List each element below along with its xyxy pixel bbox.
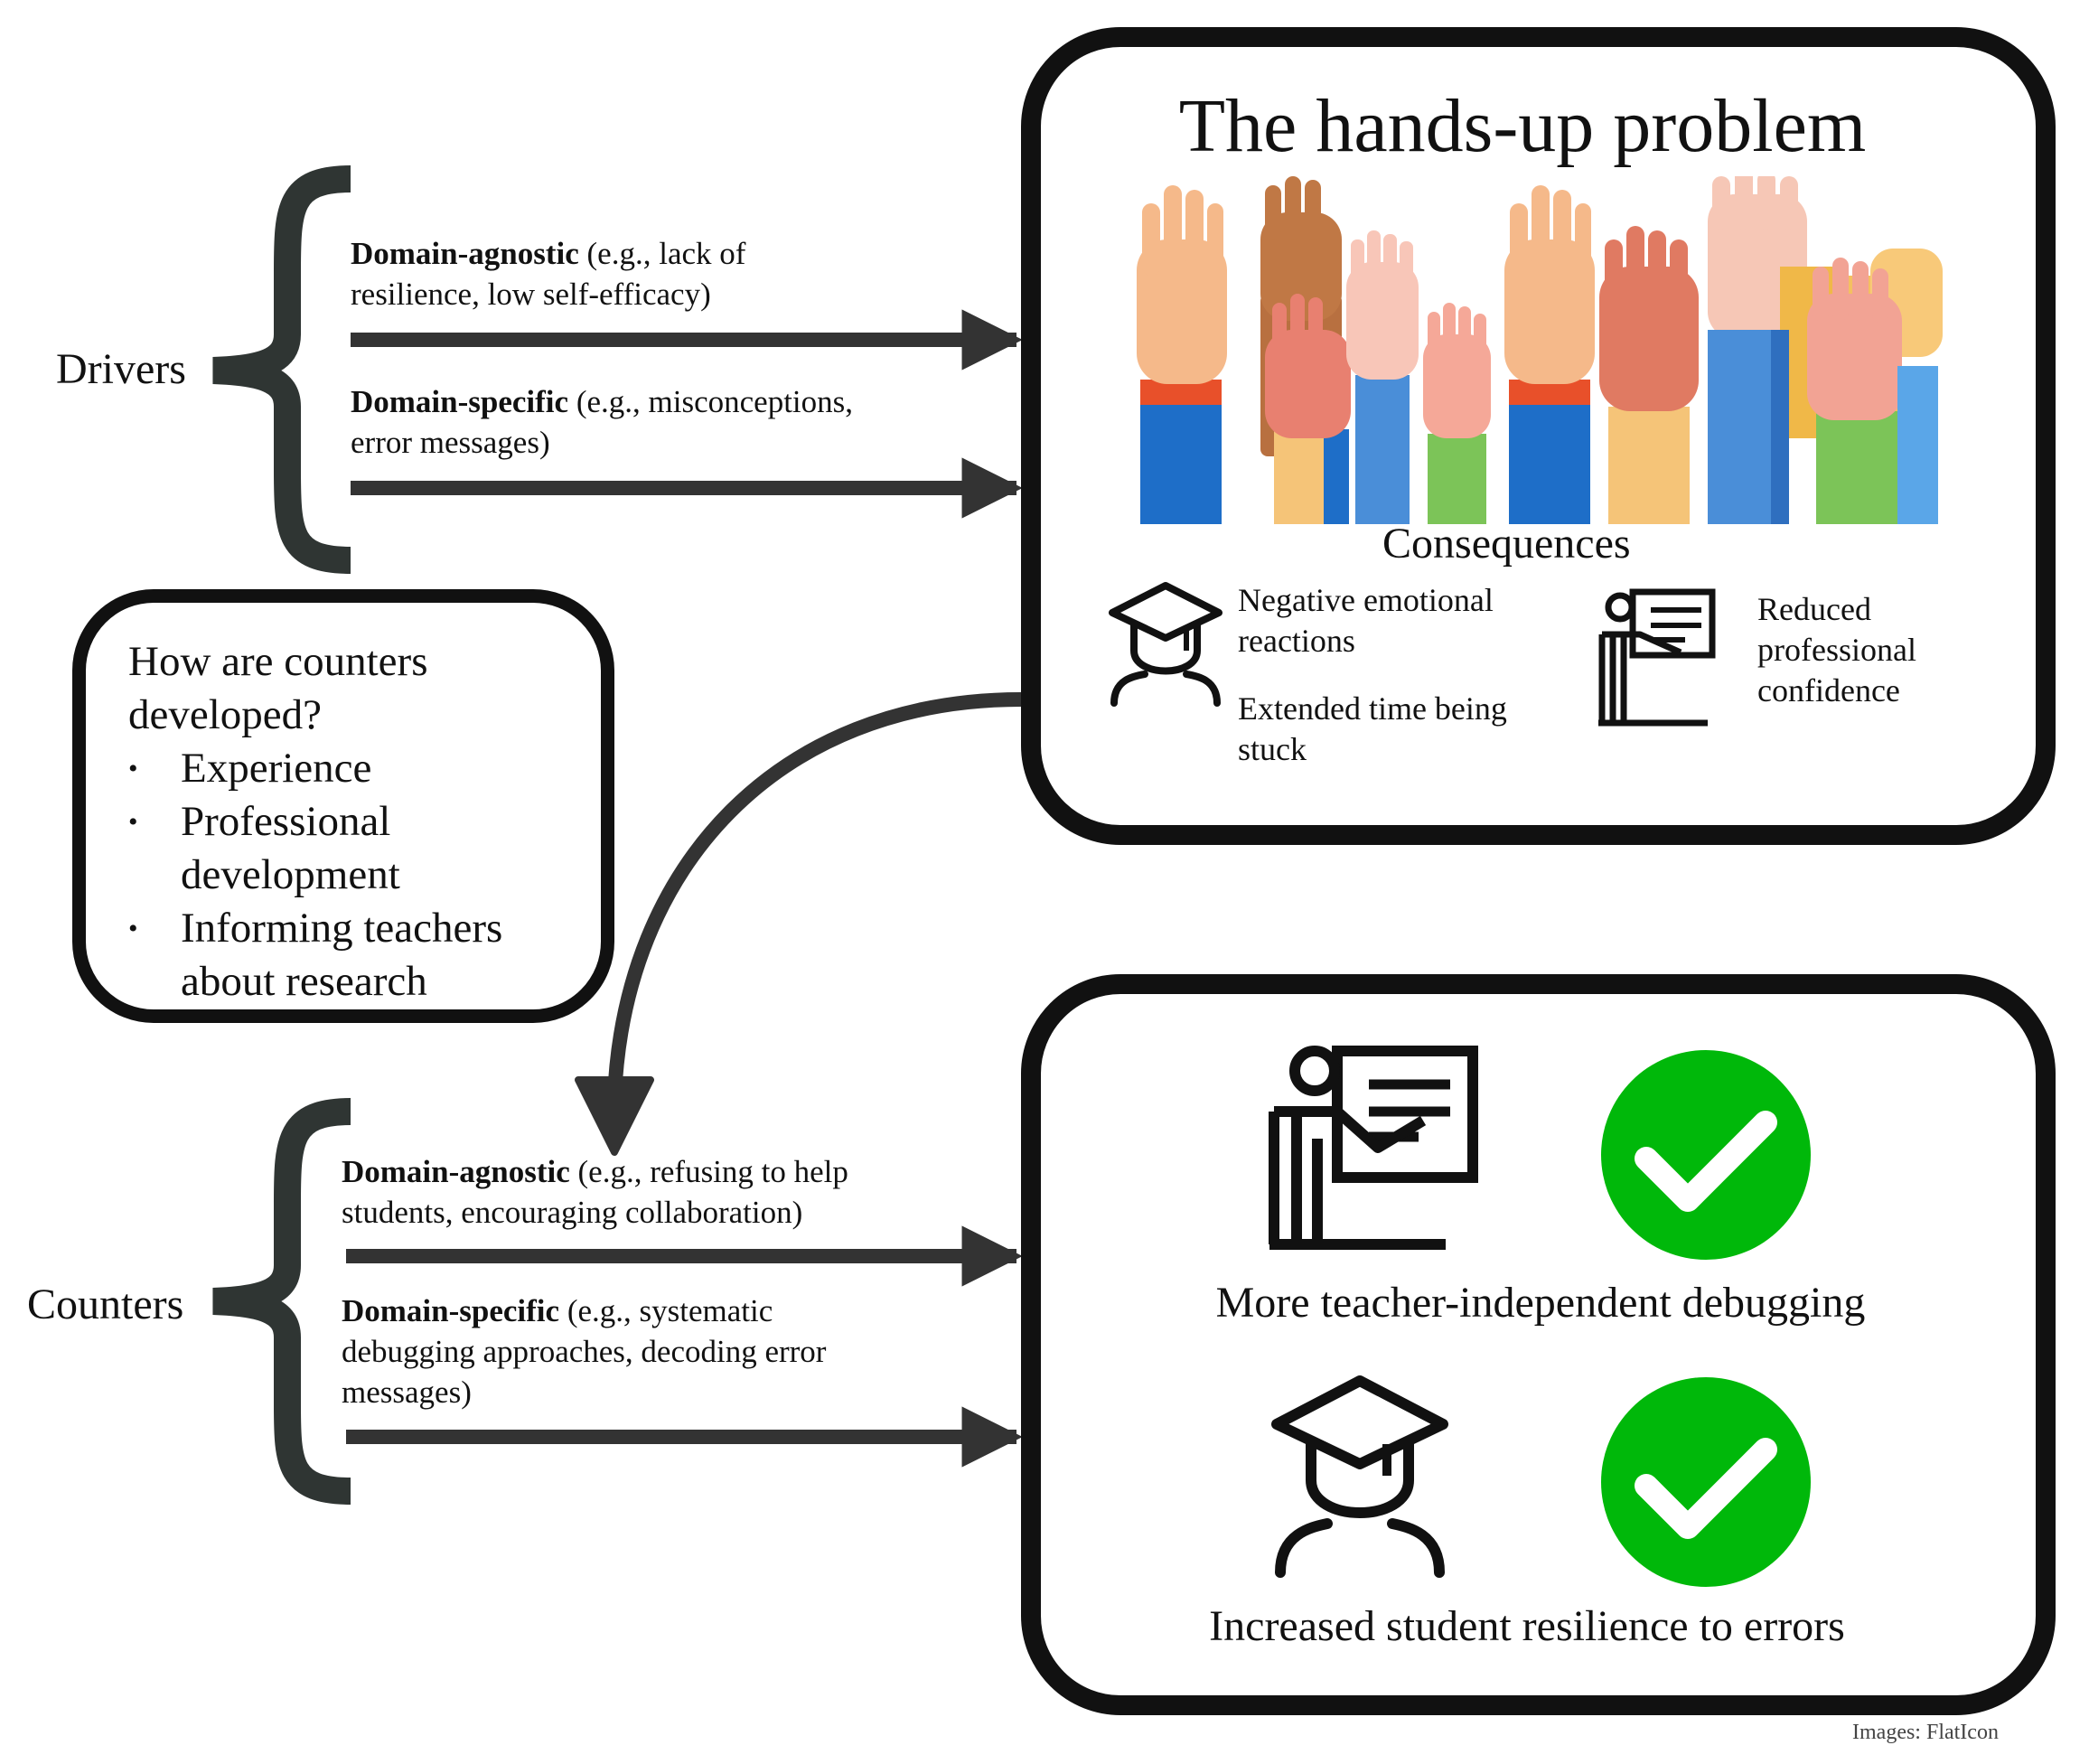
hand-4 <box>1423 303 1491 524</box>
driver-agnostic-text: Domain-agnostic (e.g., lack of resilienc… <box>351 236 746 312</box>
counter-specific-text: Domain-specific (e.g., systematic debugg… <box>342 1293 827 1410</box>
drivers-brace <box>212 165 351 574</box>
hand-8 <box>1807 258 1902 524</box>
hand-6 <box>1599 226 1699 524</box>
consequence-confidence: Reduced professional confidence <box>1757 591 1916 708</box>
how-item-experience: Experience <box>128 742 502 795</box>
counter-specific-bold: Domain-specific <box>342 1293 560 1328</box>
curved-feedback-arrow <box>607 692 1022 1099</box>
outcome-teacher-independent: More teacher-independent debugging <box>1215 1279 1866 1327</box>
problem-title: The hands-up problem <box>1178 84 1867 168</box>
checkmark-circle-icon <box>1601 1050 1811 1260</box>
image-credit: Images: FlatIcon <box>1852 1721 1999 1744</box>
how-counters-text: How are counters developed? Experience P… <box>128 635 502 1009</box>
curved-feedback-arrowhead <box>575 1076 654 1156</box>
consequence-emotional: Negative emotional reactions <box>1238 582 1494 659</box>
driver-specific-bold: Domain-specific <box>351 384 569 419</box>
counters-label: Counters <box>27 1281 184 1328</box>
hand-1 <box>1137 185 1227 524</box>
consequence-stuck: Extended time being stuck <box>1238 690 1507 767</box>
hand-9 <box>1897 366 1938 524</box>
driver-agnostic-bold: Domain-agnostic <box>351 236 579 271</box>
drivers-label: Drivers <box>56 345 186 393</box>
raised-hands-illustration <box>1137 176 1943 524</box>
counter-agnostic-bold: Domain-agnostic <box>342 1154 570 1189</box>
teacher-board-icon-large <box>1269 1046 1478 1250</box>
teacher-board-icon <box>1598 588 1716 727</box>
outcome-student-resilience: Increased student resilience to errors <box>1209 1602 1845 1650</box>
how-counters-developed-box: How are counters developed? Experience P… <box>72 589 614 1023</box>
hand-5 <box>1504 185 1595 524</box>
hand-3 <box>1346 230 1419 524</box>
graduate-student-icon-large <box>1271 1375 1448 1578</box>
hand-2 <box>1265 294 1351 524</box>
driver-specific-text: Domain-specific (e.g., misconceptions, e… <box>351 384 854 460</box>
counters-brace <box>212 1098 351 1505</box>
graduate-student-icon <box>1109 582 1222 707</box>
outcomes-box <box>1021 974 2056 1715</box>
hand-7 <box>1708 330 1789 524</box>
checkmark-circle-icon-2 <box>1601 1377 1811 1587</box>
consequences-heading: Consequences <box>1382 520 1631 568</box>
counter-agnostic-text: Domain-agnostic (e.g., refusing to help … <box>342 1154 848 1230</box>
